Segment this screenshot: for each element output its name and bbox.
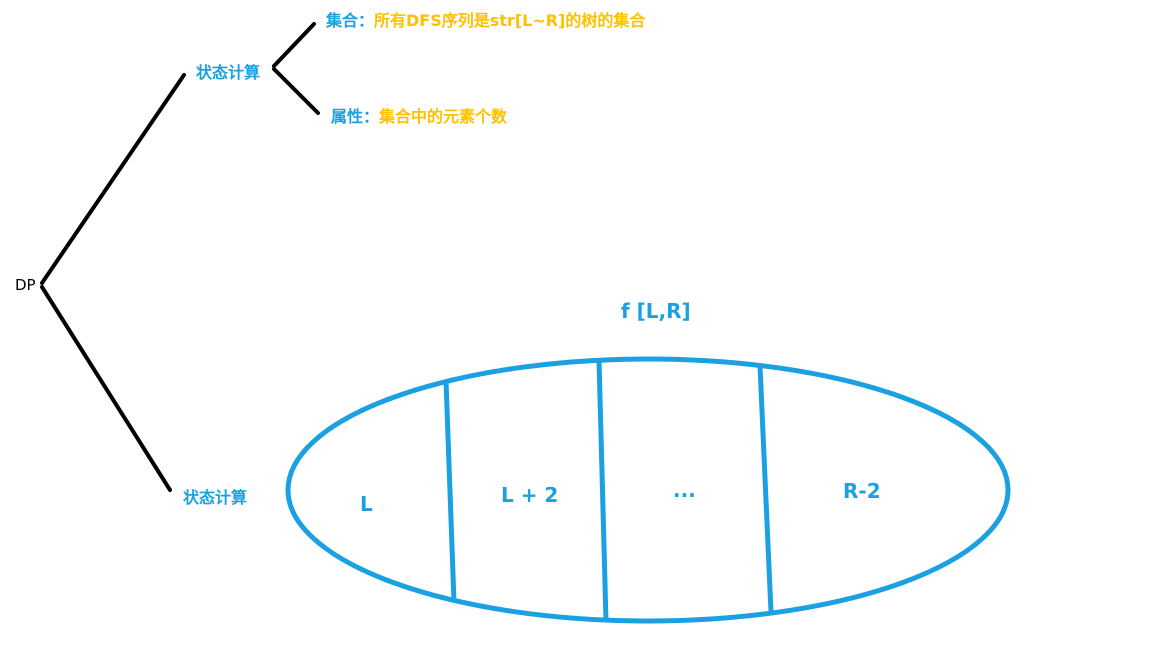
bottom-branch-label: 状态计算 xyxy=(183,488,248,507)
partition-divider xyxy=(596,359,609,622)
edge-top-to-set xyxy=(272,22,316,68)
partition-label: L xyxy=(360,492,373,516)
partition-label: R-2 xyxy=(843,479,881,503)
partition-divider xyxy=(443,380,457,603)
partition-label: L + 2 xyxy=(501,483,559,507)
partition-divider xyxy=(757,365,774,613)
attribute-value: 集合中的元素个数 xyxy=(379,107,508,126)
edge-dp-to-top xyxy=(40,73,186,285)
root-label: DP xyxy=(15,276,36,294)
ellipse-title: f [L,R] xyxy=(621,299,691,323)
attribute-key: 属性： xyxy=(331,107,380,126)
edge-dp-to-bottom xyxy=(40,285,172,492)
edge-top-to-attr xyxy=(272,67,320,115)
set-definition: 集合：所有DFS序列是str[L~R]的树的集合 xyxy=(326,13,645,29)
partition-label: ... xyxy=(673,478,696,502)
top-branch-label: 状态计算 xyxy=(196,63,261,82)
set-key: 集合： xyxy=(326,11,375,30)
attribute-definition: 属性：集合中的元素个数 xyxy=(331,109,507,125)
set-value: 所有DFS序列是str[L~R]的树的集合 xyxy=(374,11,646,30)
set-ellipse xyxy=(285,356,1011,624)
